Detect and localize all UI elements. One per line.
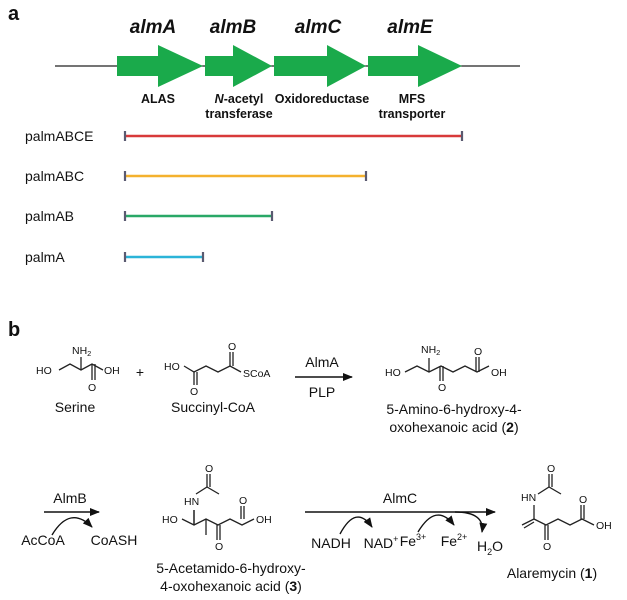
succinyl-ho: HO [164,361,180,373]
alaremycin-o-ketone: O [543,541,551,553]
nadh-label: NADH [311,535,351,551]
serine-label: Serine [55,399,96,415]
gene-name-almC: almC [295,17,342,38]
alaremycin-o-amide: O [547,463,555,475]
alaremycin-structure: HN O O O OH [521,463,612,553]
succinyl-o1: O [190,386,198,398]
acetyl-coa-label: AcCoA [21,532,65,548]
compound-2-name-line1: 5-Amino-6-hydroxy-4- [386,401,522,417]
compound3-o-acid: O [239,495,247,507]
compound2-o-ketone: O [438,382,446,394]
serine-nh2: NH2 [72,345,91,358]
gene-function-almB-line2: transferase [205,107,272,121]
gene-function-almB-line1: N-acetyl [215,92,264,106]
cosubstrate-curved-arrow [51,517,93,536]
construct-label-palmABC: palmABC [25,168,84,184]
succinyl-o2: O [228,341,236,353]
compound-3-name-line1: 5-Acetamido-6-hydroxy- [156,560,306,576]
gene-name-almB: almB [210,17,257,38]
compound3-o-ketone: O [215,541,223,553]
iron-curved-arrow [417,514,455,533]
alaremycin-o-acid: O [579,494,587,506]
construct-label-palmAB: palmAB [25,208,74,224]
serine-structure: HO NH2 O OH Serine [36,345,120,415]
enzyme-almb: AlmB [53,490,86,506]
compound-2-name-line2: oxohexanoic acid (2) [389,419,518,435]
alaremycin-oh: OH [596,520,612,532]
succinyl-coa-label: Succinyl-CoA [171,399,256,415]
alaremycin-hn: HN [521,492,536,504]
gene-function-almA: ALAS [141,92,175,106]
nad-label: NAD+ [364,534,399,551]
gene-arrow-almE [368,45,462,87]
gene-arrow-almC [274,45,366,87]
alaremycin-name: Alaremycin (1) [507,565,597,581]
gene-arrow-almB [205,45,272,87]
compound3-oh: OH [256,514,272,526]
cofactor-plp: PLP [309,384,335,400]
panel-b-label: b [8,319,20,341]
fe3-label: Fe3+ [400,532,427,549]
nadh-curved-arrow [339,516,373,535]
compound-3-structure: HO HN O O O OH [162,463,272,553]
succinyl-scoa: SCoA [243,368,270,380]
compound3-o-amide: O [205,463,213,475]
compound3-ho: HO [162,514,178,526]
compound-2-structure: HO NH2 O O OH [385,344,507,394]
gene-name-almE: almE [387,17,434,38]
compound-3-name-line2: 4-oxohexanoic acid (3) [160,578,302,594]
compound3-hn: HN [184,496,199,508]
construct-list: palmABCE palmABC palmAB palmA [25,128,464,265]
compound2-nh2: NH2 [421,344,440,357]
serine-o: O [88,382,96,394]
gene-arrows [117,45,462,87]
plus-sign: + [136,364,144,380]
coash-label: CoASH [91,532,138,548]
gene-name-almA: almA [130,17,176,38]
panel-a-label: a [8,3,20,25]
water-label: H2O [477,538,503,557]
enzyme-alma: AlmA [305,354,339,370]
gene-arrow-almA [117,45,203,87]
compound2-oh: OH [491,367,507,379]
gene-function-almC: Oxidoreductase [275,92,370,106]
construct-label-palmABCE: palmABCE [25,128,93,144]
succinyl-coa-structure: HO O O SCoA Succinyl-CoA [164,341,270,415]
gene-function-almE-line2: transporter [379,107,446,121]
serine-ho: HO [36,365,52,377]
compound2-ho: HO [385,367,401,379]
gene-function-almE-line1: MFS [399,92,425,106]
construct-label-palmA: palmA [25,249,65,265]
enzyme-almc: AlmC [383,490,417,506]
serine-oh: OH [104,365,120,377]
compound2-o-acid: O [474,346,482,358]
fe2-label: Fe2+ [441,532,468,549]
water-curved-arrow [454,511,488,533]
